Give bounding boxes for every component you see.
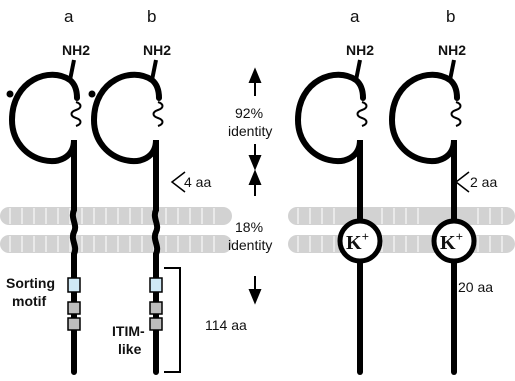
k-ion-b: K+	[440, 229, 463, 254]
identity-arrows	[248, 67, 262, 305]
left-chain-a-motifs	[67, 277, 81, 331]
right-chain-a	[294, 71, 366, 375]
sorting-motif-box	[67, 277, 81, 293]
motif-box-gray-1	[67, 301, 81, 315]
sorting-motif-line2: motif	[12, 293, 47, 309]
itim-box-1	[149, 301, 163, 315]
right-chain-b-label: b	[446, 7, 455, 26]
right-nh2-a: NH2	[346, 42, 374, 58]
right-chain-b	[388, 71, 460, 375]
right-gap-label: 2 aa	[470, 174, 497, 190]
k-channel-b	[431, 218, 477, 264]
itim-like-line2: like	[118, 341, 142, 357]
left-chain-a-label: a	[64, 7, 74, 26]
membrane-right	[288, 207, 515, 253]
left-chain-b-nterm	[150, 59, 158, 81]
identity-mid-percent: 18%	[235, 219, 263, 235]
left-nh2-b: NH2	[143, 42, 171, 58]
left-chain-b-label: b	[147, 7, 156, 26]
right-chain-a-nterm	[354, 59, 362, 81]
gap-chevron-right	[454, 171, 470, 193]
right-nh2-b: NH2	[438, 42, 466, 58]
sorting-motif-box-b	[149, 277, 163, 293]
identity-top-word: identity	[228, 123, 272, 139]
itim-box-2	[149, 317, 163, 331]
left-chain-b-helix	[152, 101, 164, 127]
left-chain-a	[6, 71, 80, 375]
gap-chevron-left	[170, 171, 186, 193]
left-tail-length: 114 aa	[205, 317, 247, 333]
left-gap-label: 4 aa	[184, 174, 211, 190]
sorting-motif-line1: Sorting	[6, 275, 55, 291]
right-chain-a-label: a	[350, 7, 360, 26]
right-tail-length: 20 aa	[458, 279, 493, 295]
membrane-left	[0, 207, 232, 253]
tail-bracket	[164, 267, 181, 373]
left-chain-a-nterm	[68, 59, 76, 81]
left-chain-b	[88, 71, 162, 375]
right-chain-b-nterm	[448, 59, 456, 81]
itim-like-line1: ITIM-	[112, 323, 145, 339]
k-channel-a	[337, 218, 383, 264]
motif-box-gray-2	[67, 317, 81, 331]
left-nh2-a: NH2	[62, 42, 90, 58]
identity-mid-word: identity	[228, 237, 272, 253]
left-chain-a-helix	[70, 101, 82, 127]
k-ion-a: K+	[346, 229, 369, 254]
right-chain-b-helix	[450, 101, 462, 127]
right-chain-a-helix	[356, 101, 368, 127]
identity-top-percent: 92%	[235, 105, 263, 121]
left-chain-b-motifs	[149, 277, 163, 331]
